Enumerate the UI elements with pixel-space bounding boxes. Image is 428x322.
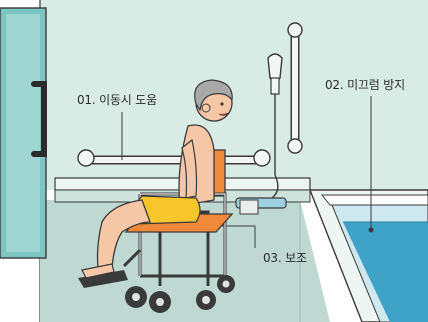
label-slip-prevention: 02. 미끄럼 방지 [325,78,405,92]
label-moving-assistance: 01. 이동시 도움 [77,93,157,107]
bathtub [310,190,428,322]
glass-door [0,8,46,258]
label-assistance: 03. 보조 [263,251,307,265]
